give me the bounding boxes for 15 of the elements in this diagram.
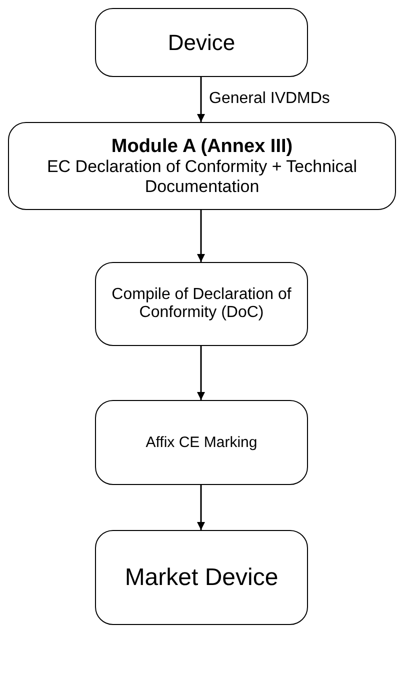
process-box [8,122,396,210]
box-text: Affix CE Marking [146,434,258,452]
process-box [95,8,308,77]
arrow [197,346,205,400]
box-text: Compile of Declaration of Conformity (DoC) [110,286,292,322]
box-text: Device [168,30,236,56]
arrow [197,77,205,122]
process-box [95,530,308,625]
arrow [197,485,205,530]
box-heading: Module A (Annex III) [111,136,293,158]
process-box [95,400,308,485]
process-box [95,262,308,346]
box-text: Market Device [124,564,278,592]
arrow [197,210,205,262]
box-text: EC Declaration of Conformity + Technical Documentation [46,157,358,196]
